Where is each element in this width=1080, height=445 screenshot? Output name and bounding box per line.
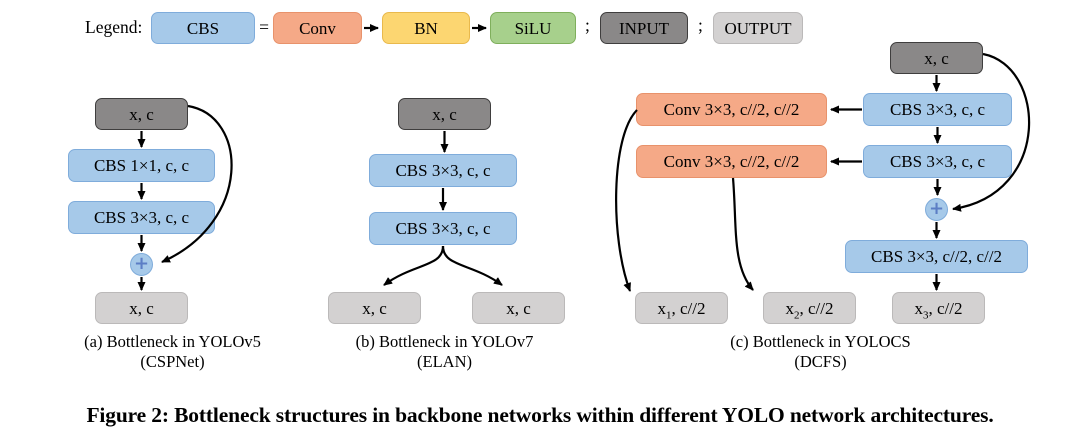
yolocs-conv1-node: Conv 3×3, c//2, c//2 — [636, 93, 827, 126]
output2-subscript: 2 — [794, 308, 800, 321]
yolov7-output-left-label: x, c — [362, 298, 387, 318]
yolov5-cbs2-node: CBS 3×3, c, c — [68, 201, 215, 234]
legend-separator-1: ; — [585, 15, 590, 35]
yolocs-conv2-label: Conv 3×3, c//2, c//2 — [663, 152, 800, 171]
legend-conv-box: Conv — [273, 12, 362, 44]
yolocs-input-label: x, c — [924, 48, 949, 68]
output1-base: x — [657, 298, 667, 318]
yolocs-output3-label: x3, c//2 — [914, 298, 963, 321]
yolov7-output-right-label: x, c — [506, 298, 531, 318]
arrow-b-split-left — [383, 245, 445, 286]
legend-silu-box: SiLU — [490, 12, 576, 44]
yolocs-conv2-node: Conv 3×3, c//2, c//2 — [636, 145, 827, 178]
yolov5-input-label: x, c — [129, 104, 154, 124]
yolov7-input-node: x, c — [398, 98, 491, 130]
yolocs-cbs3-node: CBS 3×3, c//2, c//2 — [845, 240, 1028, 273]
yolocs-conv1-label: Conv 3×3, c//2, c//2 — [663, 100, 800, 119]
caption-b-line2: (ELAN) — [417, 352, 472, 371]
yolocs-output1-node: x1, c//2 — [635, 292, 728, 324]
yolocs-cbs1-label: CBS 3×3, c, c — [889, 100, 986, 119]
caption-b: (b) Bottleneck in YOLOv7 (ELAN) — [312, 332, 577, 372]
yolocs-cbs1-node: CBS 3×3, c, c — [863, 93, 1012, 126]
legend-input-box: INPUT — [600, 12, 688, 44]
yolocs-output3-node: x3, c//2 — [892, 292, 985, 324]
output3-rest: , c//2 — [928, 298, 963, 318]
yolocs-cbs3-label: CBS 3×3, c//2, c//2 — [871, 247, 1002, 266]
yolov7-cbs2-node: CBS 3×3, c, c — [369, 212, 517, 245]
yolov7-input-label: x, c — [432, 104, 457, 124]
yolocs-cbs2-label: CBS 3×3, c, c — [889, 152, 986, 171]
yolocs-output2-label: x2, c//2 — [785, 298, 834, 321]
plus-icon: + — [133, 253, 150, 274]
legend-cbs-box: CBS — [151, 12, 255, 44]
caption-a: (a) Bottleneck in YOLOv5 (CSPNet) — [40, 332, 305, 372]
yolov7-cbs1-node: CBS 3×3, c, c — [369, 154, 517, 187]
caption-a-line2: (CSPNet) — [140, 352, 205, 371]
legend-silu-label: SiLU — [514, 18, 552, 38]
legend-output-label: OUTPUT — [724, 18, 792, 38]
legend-bn-box: BN — [382, 12, 470, 44]
caption-b-line1: (b) Bottleneck in YOLOv7 — [355, 332, 534, 351]
caption-a-line1: (a) Bottleneck in YOLOv5 — [84, 332, 261, 351]
yolocs-cbs2-node: CBS 3×3, c, c — [863, 145, 1012, 178]
legend-input-label: INPUT — [618, 18, 670, 38]
yolov5-output-label: x, c — [129, 298, 154, 318]
plus-icon: + — [928, 198, 945, 219]
legend-separator-2: ; — [698, 15, 703, 35]
yolocs-output1-label: x1, c//2 — [657, 298, 706, 321]
output2-rest: , c//2 — [799, 298, 834, 318]
yolocs-input-node: x, c — [890, 42, 983, 74]
output1-rest: , c//2 — [671, 298, 706, 318]
yolov7-output-left-node: x, c — [328, 292, 421, 324]
caption-c-line2: (DCFS) — [794, 352, 847, 371]
output3-base: x — [914, 298, 924, 318]
yolov7-output-right-node: x, c — [472, 292, 565, 324]
legend-output-box: OUTPUT — [713, 12, 803, 44]
caption-c: (c) Bottleneck in YOLOCS (DCFS) — [688, 332, 953, 372]
output2-base: x — [785, 298, 795, 318]
yolov7-cbs1-label: CBS 3×3, c, c — [395, 161, 491, 180]
arrow-c-conv2-to-output2 — [731, 177, 754, 291]
yolocs-output2-node: x2, c//2 — [763, 292, 856, 324]
arrow-b-split-right — [441, 245, 503, 286]
yolov5-add-node: + — [130, 253, 153, 276]
output1-subscript: 1 — [666, 308, 672, 321]
arrow-c-conv1-to-output1 — [615, 109, 638, 292]
yolov5-cbs1-label: CBS 1×1, c, c — [93, 156, 190, 175]
yolov5-output-node: x, c — [95, 292, 188, 324]
legend-bn-label: BN — [414, 18, 438, 38]
yolov5-cbs1-node: CBS 1×1, c, c — [68, 149, 215, 182]
legend-label: Legend: — [85, 17, 143, 37]
caption-c-line1: (c) Bottleneck in YOLOCS — [730, 332, 911, 351]
yolov7-cbs2-label: CBS 3×3, c, c — [395, 219, 491, 238]
legend-cbs-label: CBS — [186, 18, 220, 38]
arrow-c-skip-connection — [952, 52, 1031, 212]
output3-subscript: 3 — [923, 308, 929, 321]
yolocs-add-node: + — [925, 198, 948, 221]
legend-conv-label: Conv — [299, 18, 336, 38]
yolov5-cbs2-label: CBS 3×3, c, c — [93, 208, 190, 227]
figure-caption: Figure 2: Bottleneck structures in backb… — [86, 403, 994, 427]
legend-equals-sign: = — [259, 17, 269, 37]
yolov5-input-node: x, c — [95, 98, 188, 130]
